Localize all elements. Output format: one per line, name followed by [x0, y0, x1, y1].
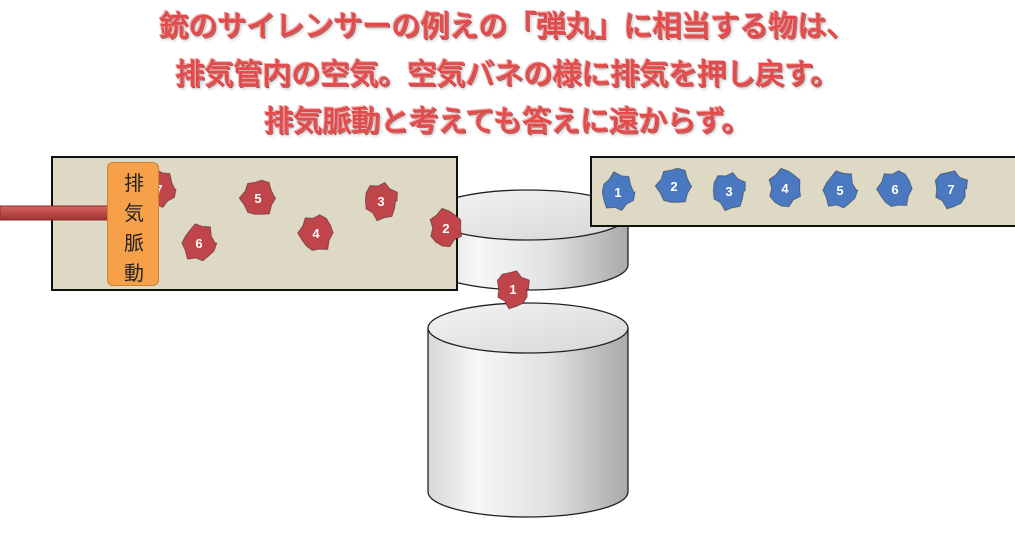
blue-blob-5: 5 — [822, 170, 859, 209]
blue-blob-7: 7 — [934, 170, 969, 210]
exhaust-pulse-box: 排 気 脈 動 — [107, 162, 159, 286]
red-blob-label: 4 — [312, 226, 320, 241]
red-blob-label: 1 — [509, 282, 516, 297]
blue-blob-1: 1 — [601, 171, 636, 212]
pulse-label-char-3: 脈 — [124, 231, 144, 255]
red-blob-3: 3 — [364, 181, 398, 222]
lower-cylinder — [427, 302, 629, 518]
pulse-label-char-4: 動 — [124, 261, 144, 285]
blue-blob-label: 7 — [947, 182, 954, 197]
red-blob-label: 6 — [195, 236, 202, 251]
blue-blob-6: 6 — [875, 170, 913, 208]
pulse-label-char-1: 排 — [124, 171, 144, 195]
blue-blob-3: 3 — [712, 171, 746, 212]
red-blob-label: 3 — [377, 194, 384, 209]
blue-air-blobs: 1 2 3 4 5 6 7 — [601, 167, 969, 212]
blue-blob-label: 3 — [725, 184, 732, 199]
pulse-label-char-2: 気 — [124, 201, 144, 225]
headline-line-2: 排気管内の空気。空気バネの様に排気を押し戻す。 — [175, 57, 840, 91]
headline-line-3: 排気脈動と考えても答えに遠からず。 — [264, 104, 751, 138]
red-blob-label: 5 — [254, 191, 261, 206]
red-blob-label: 7 — [155, 182, 162, 197]
blue-blob-label: 2 — [670, 179, 677, 194]
red-blob-2: 2 — [429, 207, 463, 248]
blue-blob-label: 5 — [836, 183, 843, 198]
red-blob-label: 2 — [442, 221, 449, 236]
red-blob-4: 4 — [296, 214, 334, 252]
red-blob-5: 5 — [238, 179, 277, 215]
blue-blob-label: 6 — [891, 182, 898, 197]
blue-blob-label: 1 — [614, 185, 621, 200]
blue-blob-label: 4 — [781, 181, 789, 196]
headline-line-1: 銃のサイレンサーの例えの「弾丸」に相当する物は、 — [159, 9, 856, 43]
blue-blob-4: 4 — [768, 167, 802, 208]
blue-blob-2: 2 — [654, 167, 693, 203]
red-blob-6: 6 — [181, 223, 218, 262]
red-blob-1: 1 — [496, 270, 531, 310]
